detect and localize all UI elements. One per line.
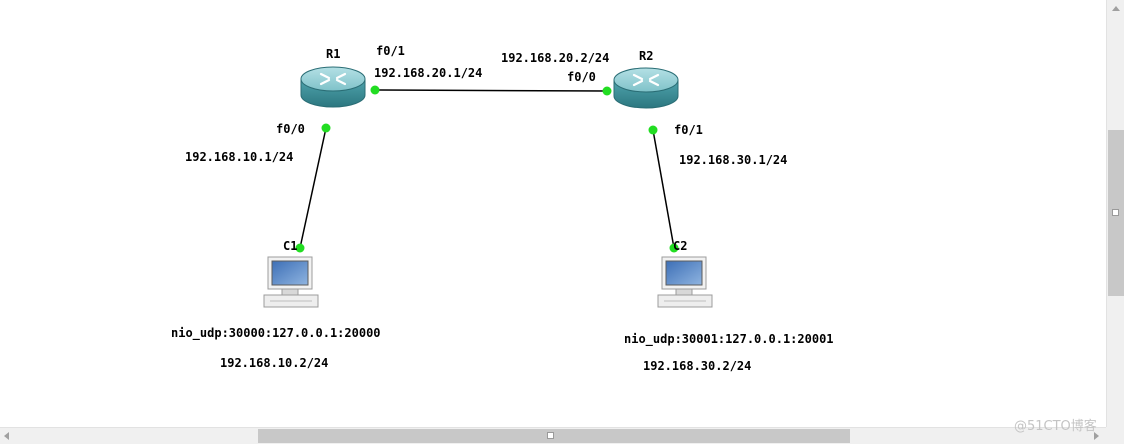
port-r1-f00[interactable] bbox=[321, 123, 331, 133]
pc-c2-icon[interactable] bbox=[657, 256, 713, 308]
scroll-up-arrow-icon[interactable] bbox=[1112, 6, 1120, 11]
pc-c1-icon[interactable] bbox=[263, 256, 319, 308]
horizontal-scrollbar-thumb[interactable] bbox=[258, 429, 850, 443]
vertical-scrollbar-thumb[interactable] bbox=[1108, 130, 1124, 296]
r1-f01-label: f0/1 bbox=[376, 44, 405, 58]
port-r2-f00[interactable] bbox=[602, 86, 612, 96]
port-r2-f01[interactable] bbox=[648, 125, 658, 135]
scroll-right-arrow-icon[interactable] bbox=[1094, 432, 1099, 440]
pc-c1-label: C1 bbox=[283, 239, 297, 253]
scroll-left-arrow-icon[interactable] bbox=[4, 432, 9, 440]
pc-c2-label: C2 bbox=[673, 239, 687, 253]
router-r2-icon[interactable] bbox=[612, 66, 680, 110]
watermark: @51CTO博客 bbox=[1014, 419, 1097, 434]
vertical-grip-icon bbox=[1112, 209, 1119, 216]
port-r1-f01[interactable] bbox=[370, 85, 380, 95]
link-r2-c2[interactable] bbox=[652, 129, 675, 249]
r2-f01-label: f0/1 bbox=[674, 123, 703, 137]
horizontal-scrollbar[interactable] bbox=[0, 427, 1106, 444]
horizontal-grip-icon bbox=[547, 432, 554, 439]
port-c1[interactable] bbox=[295, 243, 305, 253]
scrollbar-corner bbox=[1106, 427, 1124, 444]
r2-f00-ip-label: 192.168.20.2/24 bbox=[501, 51, 609, 65]
pc-c2-ip-label: 192.168.30.2/24 bbox=[643, 359, 751, 373]
r1-f00-ip-label: 192.168.10.1/24 bbox=[185, 150, 293, 164]
pc-c2-nio-label: nio_udp:30001:127.0.0.1:20001 bbox=[624, 332, 834, 347]
link-r1-c1[interactable] bbox=[299, 127, 327, 249]
router-r1-icon[interactable] bbox=[299, 65, 367, 109]
r2-f01-ip-label: 192.168.30.1/24 bbox=[679, 153, 787, 167]
link-r1-r2[interactable] bbox=[374, 89, 608, 92]
pc-c1-nio-label: nio_udp:30000:127.0.0.1:20000 bbox=[171, 326, 381, 341]
vertical-scrollbar[interactable] bbox=[1106, 0, 1124, 427]
r1-f00-label: f0/0 bbox=[276, 122, 305, 136]
r2-f00-label: f0/0 bbox=[567, 70, 596, 84]
port-c2[interactable] bbox=[669, 243, 679, 253]
router-r1-label: R1 bbox=[326, 47, 340, 61]
pc-c1-ip-label: 192.168.10.2/24 bbox=[220, 356, 328, 370]
r1-f01-ip-label: 192.168.20.1/24 bbox=[374, 66, 482, 80]
router-r2-label: R2 bbox=[639, 49, 653, 63]
